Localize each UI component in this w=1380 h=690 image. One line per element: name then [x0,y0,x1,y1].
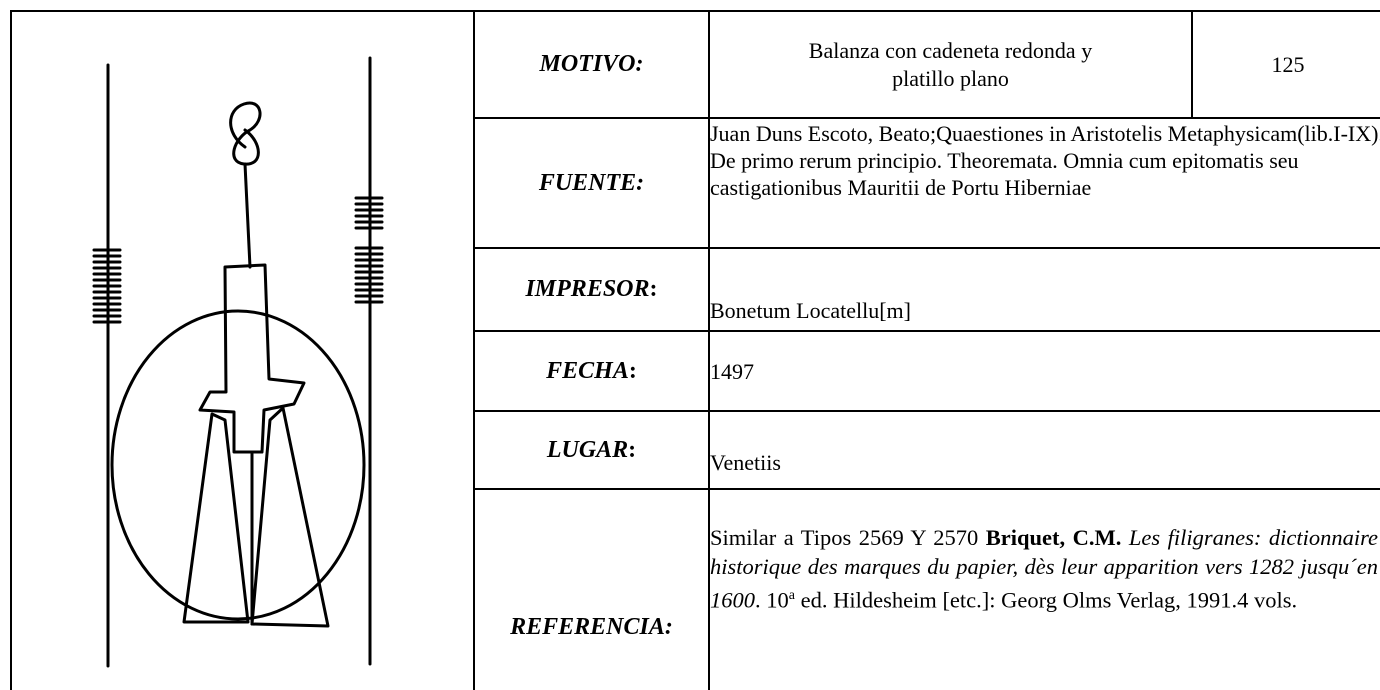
lugar-value-text: Venetiis [710,449,781,475]
impresor-label-text: IMPRESOR [525,276,650,302]
right-pan [250,406,330,628]
lugar-label: LUGAR: [475,412,708,488]
lugar-label-colon: : [628,436,637,463]
referencia-author: Briquet, C.M [985,525,1116,550]
image-column-divider [473,10,475,690]
referencia-value: Similar a Tipos 2569 Y 2570 Briquet, C.M… [710,523,1378,615]
fecha-label-text: FECHA [546,357,629,384]
impresor-value: Bonetum Locatellu[m] [710,280,1380,340]
hatch-left [92,248,122,324]
catalog-number-text: 125 [1271,51,1305,77]
fuente-label: FUENTE: [475,119,708,247]
ring-figure-eight [229,101,262,166]
referencia-author-end: . [1115,525,1122,550]
motivo-value: Balanza con cadeneta redonda y platillo … [710,12,1191,117]
referencia-title-end: . [755,587,761,613]
label-column-divider [708,10,710,690]
referencia-label-text: REFERENCIA: [510,613,673,640]
referencia-title: Les filigranes: dictionnaire historique … [710,525,1378,613]
left-pan [182,412,250,624]
motivo-value-text: Balanza con cadeneta redonda y platillo … [808,37,1093,91]
circle-outline [110,309,366,621]
balance-watermark-drawing [92,56,384,668]
row-divider [473,247,1380,249]
row-divider [473,330,1380,332]
motivo-label: MOTIVO: [475,12,708,117]
referencia-edition-number: 10 [766,587,789,613]
fuente-label-text: FUENTE: [538,169,645,196]
referencia-label: REFERENCIA: [475,490,708,684]
referencia-prefix: Similar a Tipos 2569 Y 2570 [710,525,986,550]
suspension-cord [243,162,252,269]
impresor-label-colon: : [649,276,658,302]
hatch-right [354,196,384,304]
fuente-value: Juan Duns Escoto, Beato;Quaestiones in A… [710,120,1380,201]
fecha-label-colon: : [628,357,637,384]
referencia-edition-superscript: a [788,588,795,603]
number-column-divider [1191,10,1193,117]
row-divider [473,117,1380,119]
balance-beam [198,263,306,454]
lugar-value: Venetiis [710,432,1380,492]
fecha-label: FECHA: [475,332,708,410]
referencia-rest: ed. Hildesheim [etc.]: Georg Olms Verlag… [794,587,1298,613]
impresor-label: IMPRESOR: [475,249,708,330]
fecha-value-text: 1497 [710,358,754,384]
catalog-number: 125 [1193,12,1380,117]
table-border-left [10,10,12,690]
motivo-label-text: MOTIVO: [539,51,644,77]
row-divider [473,488,1380,490]
fecha-value: 1497 [710,341,1380,401]
lugar-label-text: LUGAR [546,436,629,463]
impresor-value-text: Bonetum Locatellu[m] [710,297,911,323]
table-border-top [10,10,1380,12]
row-divider [473,410,1380,412]
fuente-value-text: Juan Duns Escoto, Beato;Quaestiones in A… [710,121,1380,200]
